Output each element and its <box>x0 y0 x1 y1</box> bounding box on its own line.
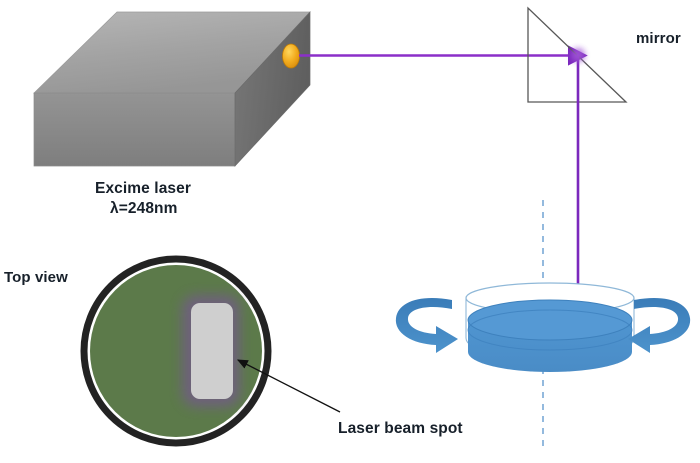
rotating-dish-group <box>465 282 635 372</box>
dish-liquid-inner-ring <box>467 309 633 351</box>
laser-aperture-icon <box>282 43 300 69</box>
dish-liquid-surface <box>467 299 633 341</box>
rotation-arrow-left-icon <box>395 298 458 353</box>
beam-spot-pointer-arrow <box>236 359 341 413</box>
beam-spot-rectangle <box>191 303 233 399</box>
laser-box-group <box>33 11 311 167</box>
beam-reflection-node <box>572 49 584 61</box>
top-view-label: Top view <box>4 269 68 286</box>
laser-box-front-face <box>33 92 236 167</box>
mirror-label: mirror <box>636 30 681 47</box>
top-view-substrate-group <box>80 255 272 447</box>
laser-name-label: Excime laser <box>95 180 191 197</box>
substrate-outer-ring <box>80 255 272 447</box>
laser-beam-spot-label: Laser beam spot <box>338 420 463 437</box>
laser-wavelength-label: λ=248nm <box>110 200 178 217</box>
rotation-arrow-right-icon <box>628 298 691 353</box>
